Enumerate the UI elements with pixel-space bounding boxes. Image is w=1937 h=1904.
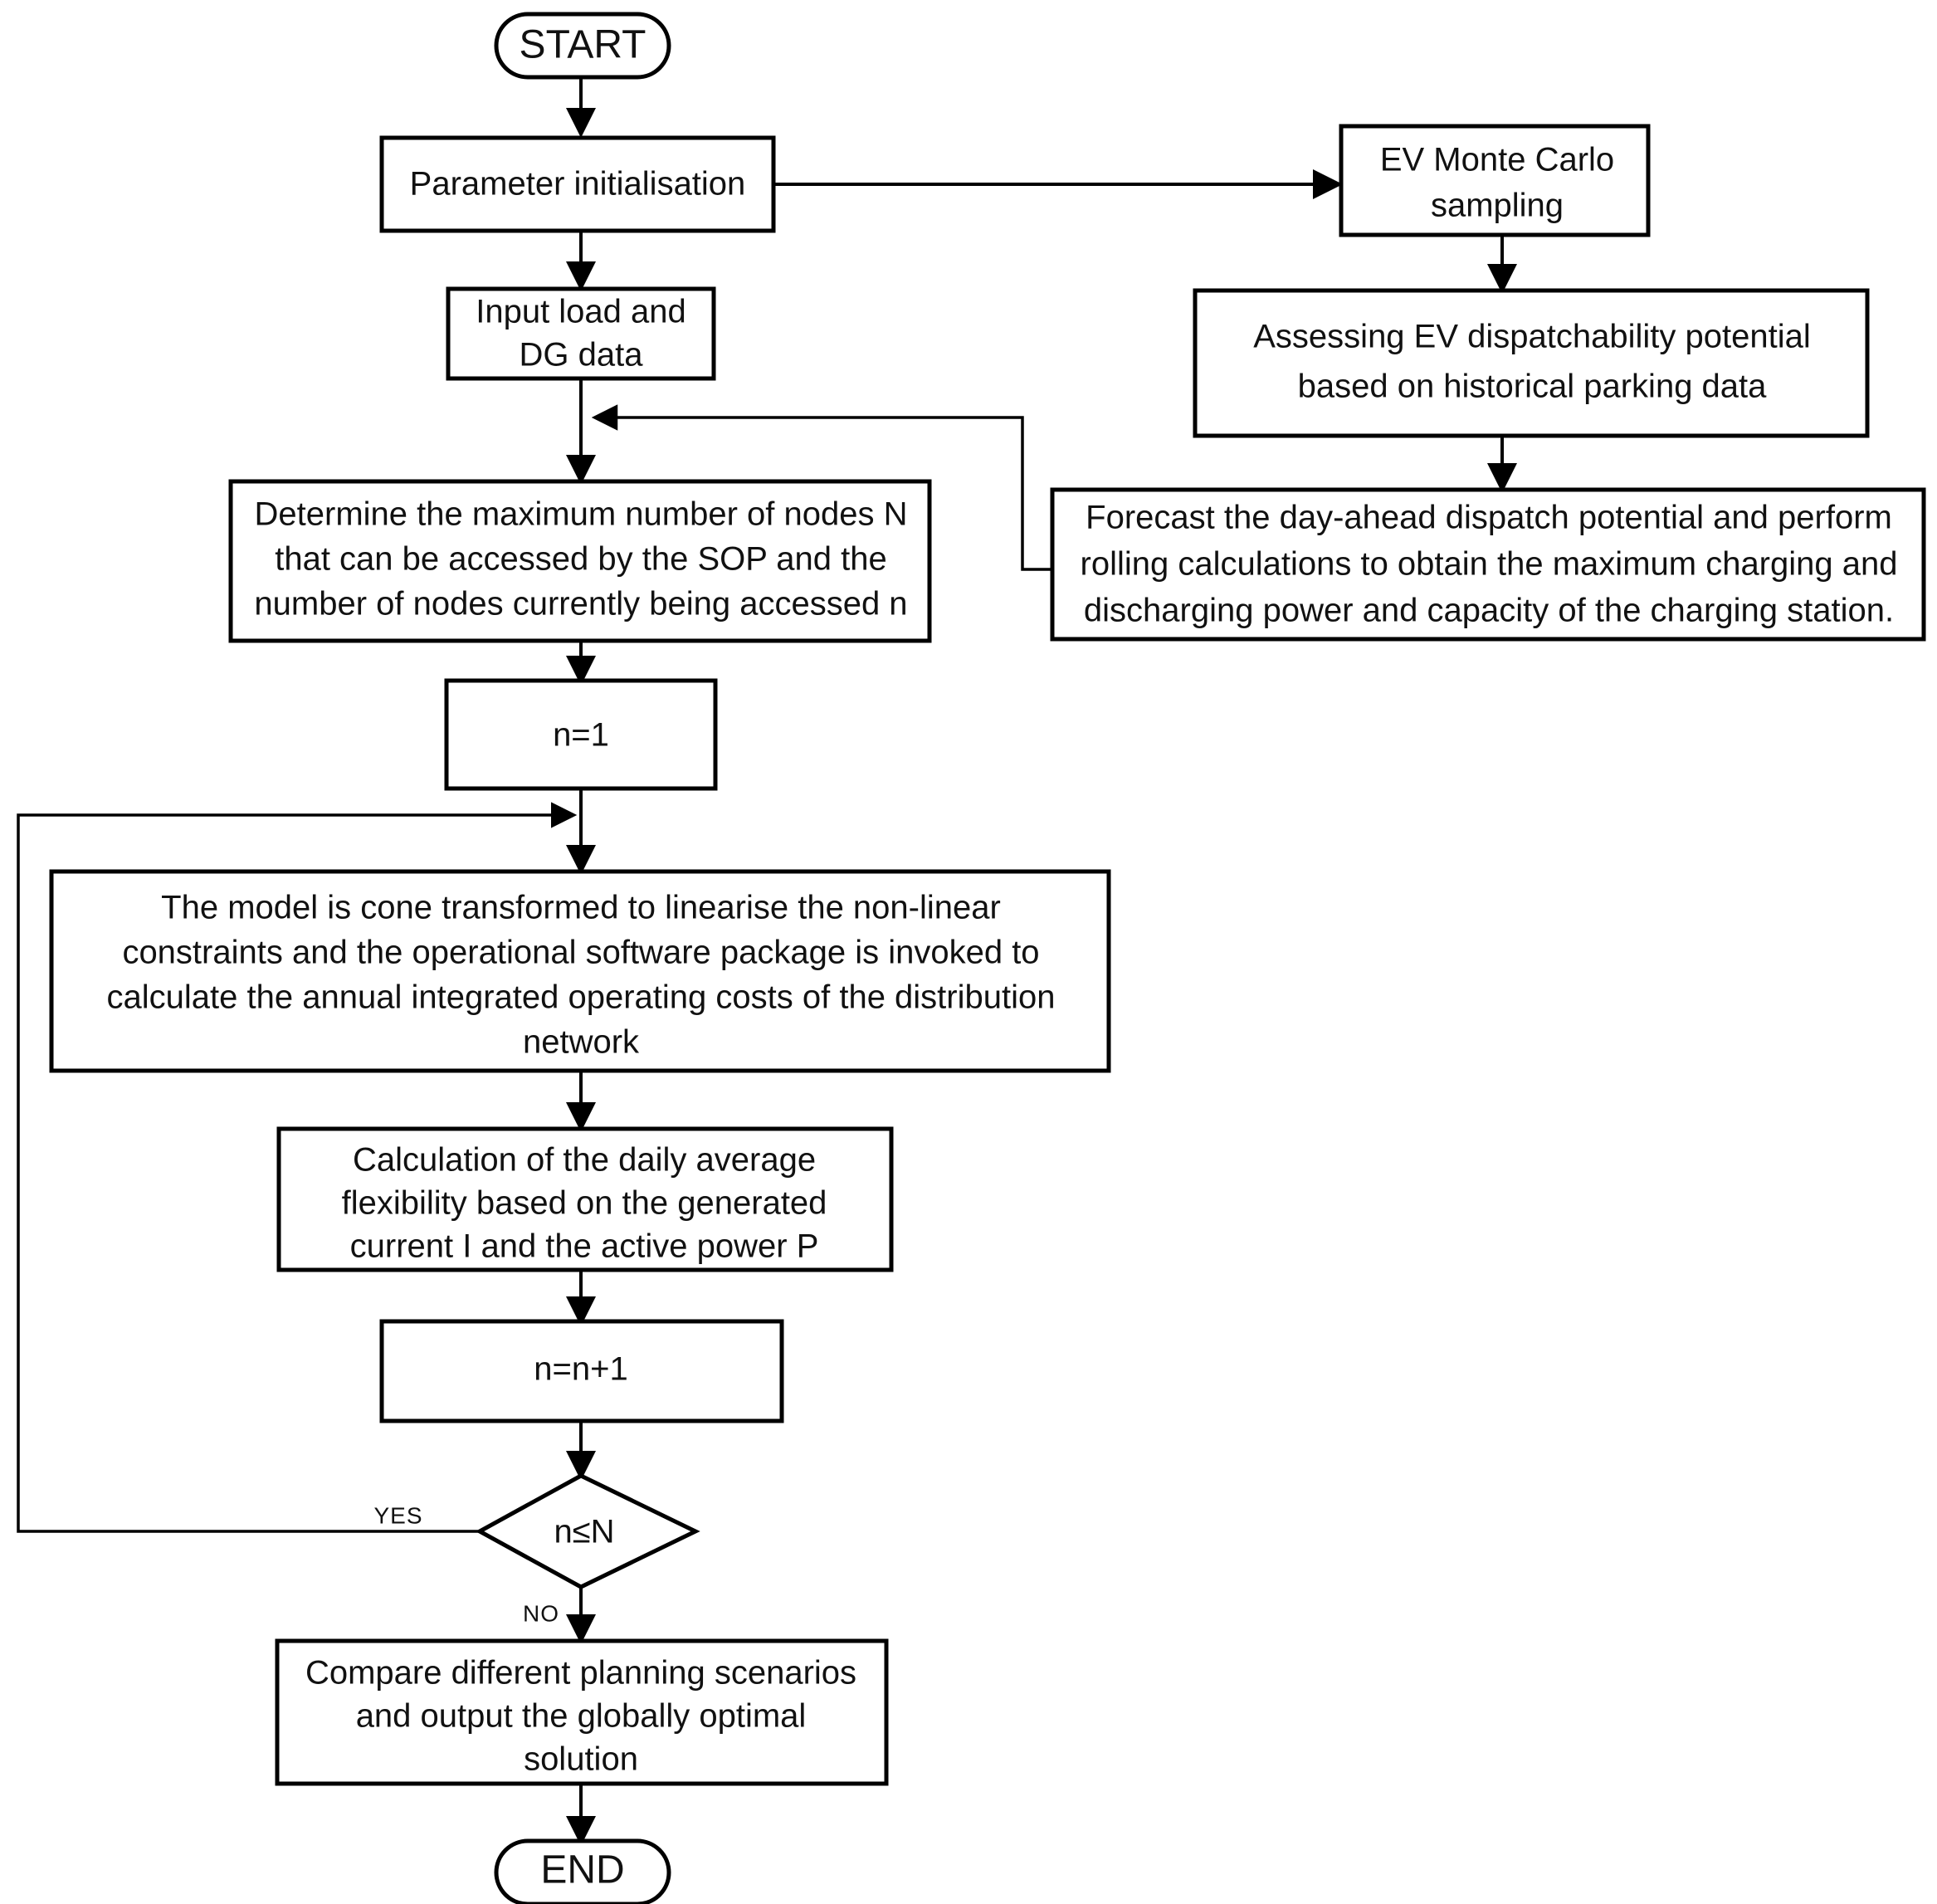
node-start[interactable]: START xyxy=(494,12,671,80)
determine-max-nodes-shape xyxy=(228,479,932,643)
assess-dispatchability-shape xyxy=(1193,288,1870,438)
node-determine-max-nodes[interactable]: Determine the maximum number of nodes N … xyxy=(228,479,932,643)
end-shape xyxy=(494,1838,671,1904)
assess-dispatchability-line-2: based on historical parking data xyxy=(1298,369,1768,405)
start-label: START xyxy=(520,23,646,67)
n-equals-1-shape xyxy=(444,678,718,791)
parameter-initialisation-label: Parameter initialisation xyxy=(410,166,746,203)
determine-max-nodes-line-1: Determine the maximum number of nodes N xyxy=(255,496,908,533)
edge-decision-yes-loop xyxy=(17,802,578,1533)
node-monte-carlo-sampling[interactable]: EV Monte Carlo sampling xyxy=(1339,124,1651,237)
edge-forecast-to-determine xyxy=(591,404,1052,571)
node-parameter-initialisation[interactable]: Parameter initialisation xyxy=(379,135,776,233)
node-input-load-dg-data[interactable]: Input load and DG data xyxy=(446,286,716,381)
end-label: END xyxy=(540,1848,624,1892)
node-n-equals-1[interactable]: n=1 xyxy=(444,678,718,791)
n-increment-shape xyxy=(379,1319,784,1423)
edge-label-no: NO xyxy=(523,1600,559,1626)
n-increment-label: n=n+1 xyxy=(534,1351,627,1388)
cone-transform-line-1: The model is cone transformed to lineari… xyxy=(161,890,1001,926)
start-shape xyxy=(494,12,671,80)
determine-max-nodes-line-3: number of nodes currently being accessed… xyxy=(254,586,907,622)
edge-layer xyxy=(17,75,1517,1846)
node-end[interactable]: END xyxy=(494,1838,671,1904)
edge-label-yes: YES xyxy=(373,1502,422,1528)
node-forecast-dispatch[interactable]: Forecast the day-ahead dispatch potentia… xyxy=(1050,487,1926,642)
decision-label: n≤N xyxy=(554,1514,614,1550)
compare-scenarios-shape xyxy=(275,1638,889,1786)
decision-shape xyxy=(475,1473,700,1589)
forecast-dispatch-line-2: rolling calculations to obtain the maxim… xyxy=(1081,546,1898,583)
node-decision-n-le-N[interactable]: n≤N xyxy=(475,1473,700,1589)
monte-carlo-sampling-shape xyxy=(1339,124,1651,237)
n-equals-1-label: n=1 xyxy=(553,717,609,754)
parameter-initialisation-shape xyxy=(379,135,776,233)
monte-carlo-line-1: EV Monte Carlo xyxy=(1380,142,1614,178)
node-flexibility-calculation[interactable]: Calculation of the daily average flexibi… xyxy=(276,1126,894,1272)
assess-dispatchability-line-1: Assessing EV dispatchability potential xyxy=(1253,319,1810,355)
flexibility-calculation-shape xyxy=(276,1126,894,1272)
flexibility-calculation-line-3: current I and the active power P xyxy=(350,1228,819,1265)
cone-transform-line-4: network xyxy=(523,1024,640,1061)
compare-scenarios-line-2: and output the globally optimal xyxy=(356,1698,807,1735)
compare-scenarios-line-3: solution xyxy=(524,1741,638,1778)
forecast-dispatch-line-1: Forecast the day-ahead dispatch potentia… xyxy=(1086,500,1892,536)
cone-transform-shape xyxy=(49,869,1111,1073)
compare-scenarios-line-1: Compare different planning scenarios xyxy=(305,1655,856,1692)
cone-transform-line-3: calculate the annual integrated operatin… xyxy=(107,979,1056,1016)
input-load-dg-data-line-1: Input load and xyxy=(476,294,686,330)
node-assess-dispatchability[interactable]: Assessing EV dispatchability potential b… xyxy=(1193,288,1870,438)
forecast-dispatch-line-3: discharging power and capacity of the ch… xyxy=(1084,593,1894,629)
input-load-dg-data-line-2: DG data xyxy=(520,337,644,373)
forecast-dispatch-shape xyxy=(1050,487,1926,642)
input-load-dg-data-shape xyxy=(446,286,716,381)
determine-max-nodes-line-2: that can be accessed by the SOP and the xyxy=(275,541,887,578)
flexibility-calculation-line-2: flexibility based on the generated xyxy=(342,1185,827,1222)
flexibility-calculation-line-1: Calculation of the daily average xyxy=(353,1142,816,1179)
node-n-increment[interactable]: n=n+1 xyxy=(379,1319,784,1423)
node-cone-transform[interactable]: The model is cone transformed to lineari… xyxy=(49,869,1111,1073)
node-compare-scenarios[interactable]: Compare different planning scenarios and… xyxy=(275,1638,889,1786)
cone-transform-line-2: constraints and the operational software… xyxy=(122,935,1039,971)
monte-carlo-line-2: sampling xyxy=(1431,188,1564,224)
